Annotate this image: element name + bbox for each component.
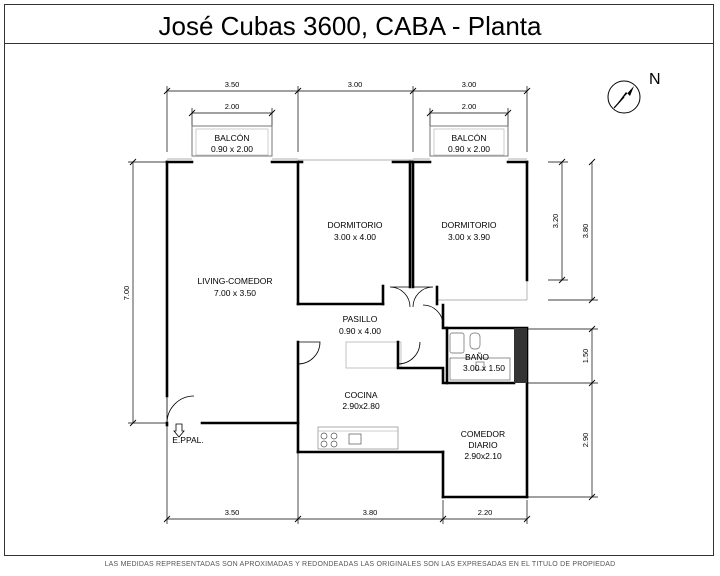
door-pasillo bbox=[422, 304, 444, 326]
dim-bottom-comedor: 2.20 bbox=[478, 508, 493, 517]
entrance-arrow-icon bbox=[173, 423, 185, 438]
dim-right-320: 3.20 bbox=[551, 214, 560, 229]
dorm1-size: 3.00 x 4.00 bbox=[334, 232, 376, 242]
pasillo-name: PASILLO bbox=[343, 314, 378, 324]
door-bano bbox=[397, 341, 421, 365]
dorm1-name: DORMITORIO bbox=[327, 220, 382, 230]
dorm2-size: 3.00 x 3.90 bbox=[448, 232, 490, 242]
balcon2-inner bbox=[433, 128, 505, 156]
bano-name: BAÑO bbox=[465, 352, 489, 362]
north-label: N bbox=[649, 71, 661, 88]
title-box: José Cubas 3600, CABA - Planta bbox=[4, 4, 714, 44]
balconies bbox=[191, 125, 509, 157]
bano-lavatory bbox=[449, 332, 465, 354]
north-arrow-icon bbox=[607, 80, 641, 114]
cocina-size: 2.90x2.80 bbox=[342, 401, 380, 411]
entrance-label: E.PPAL. bbox=[172, 435, 204, 445]
balcon1-inner bbox=[195, 128, 269, 156]
dimension-lines bbox=[128, 86, 598, 524]
pasillo-size: 0.90 x 4.00 bbox=[339, 326, 381, 336]
balcon1-size: 0.90 x 2.00 bbox=[211, 144, 253, 154]
bano-bidet bbox=[475, 361, 485, 371]
dim-right-150: 1.50 bbox=[581, 349, 590, 364]
page-title: José Cubas 3600, CABA - Planta bbox=[158, 11, 542, 41]
door-dorm2 bbox=[412, 286, 434, 308]
dim-top-dorm2: 3.00 bbox=[462, 80, 477, 89]
bano-size: 3.00 x 1.50 bbox=[463, 363, 505, 373]
dim-balcon1-width: 2.00 bbox=[225, 102, 240, 111]
dim-bottom-cocina: 3.80 bbox=[363, 508, 378, 517]
door-dorm1 bbox=[389, 286, 411, 308]
comedor-name-2: DIARIO bbox=[468, 440, 498, 450]
balcon1-railing bbox=[191, 125, 273, 157]
comedor-name-1: COMEDOR bbox=[461, 429, 505, 439]
kitchen-sink bbox=[348, 433, 362, 445]
balcon2-name: BALCÓN bbox=[452, 133, 487, 143]
cocina-name: COCINA bbox=[344, 390, 377, 400]
dim-balcon2-width: 2.00 bbox=[462, 102, 477, 111]
living-name: LIVING-COMEDOR bbox=[197, 276, 272, 286]
bano-fixtures bbox=[449, 332, 511, 381]
dim-bottom-living: 3.50 bbox=[225, 508, 240, 517]
living-size: 7.00 x 3.50 bbox=[214, 288, 256, 298]
bano-shaft bbox=[514, 328, 527, 383]
dim-right-290: 2.90 bbox=[581, 433, 590, 448]
thin-lines bbox=[167, 158, 528, 450]
balcon2-railing bbox=[429, 125, 509, 157]
dim-left-total: 7.00 bbox=[122, 286, 131, 301]
plan-frame bbox=[4, 44, 714, 556]
bano-tub bbox=[449, 357, 511, 381]
doors bbox=[166, 286, 444, 424]
dim-top-living: 3.50 bbox=[225, 80, 240, 89]
door-entrance bbox=[166, 395, 195, 424]
door-cocina bbox=[297, 341, 321, 365]
balcon1-name: BALCÓN bbox=[215, 133, 250, 143]
disclaimer: LAS MEDIDAS REPRESENTADAS SON APROXIMADA… bbox=[104, 561, 616, 568]
floor-plan: 3.50 3.00 3.00 2.00 2.00 7.00 3.20 3.80 … bbox=[122, 71, 661, 524]
comedor-size: 2.90x2.10 bbox=[464, 451, 502, 461]
dim-top-dorm1: 3.00 bbox=[348, 80, 363, 89]
dimension-ticks bbox=[129, 87, 596, 523]
dim-right-380: 3.80 bbox=[581, 224, 590, 239]
dorm2-name: DORMITORIO bbox=[441, 220, 496, 230]
bano-toilet bbox=[469, 332, 481, 350]
balcon2-size: 0.90 x 2.00 bbox=[448, 144, 490, 154]
kitchen-fixtures bbox=[320, 432, 362, 448]
